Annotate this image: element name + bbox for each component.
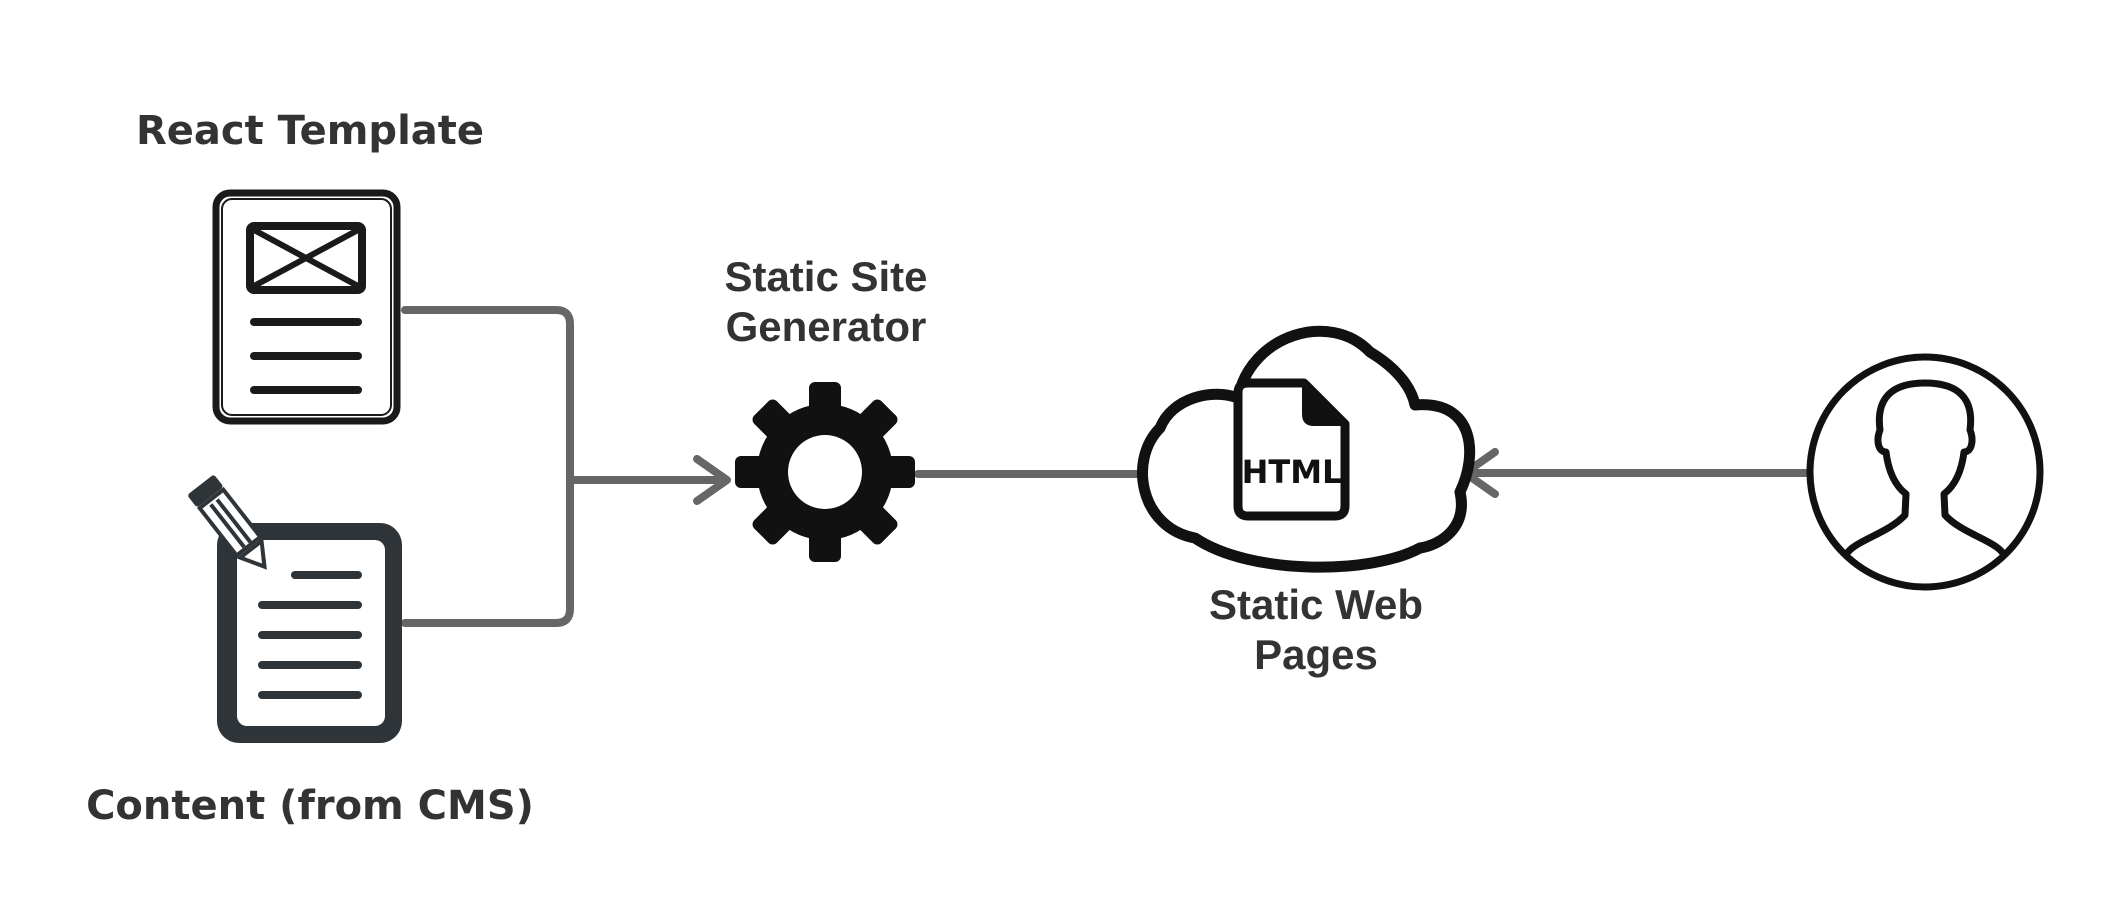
ssg-label-line1: Static Site: [724, 253, 928, 300]
edit-document-icon: [188, 475, 402, 743]
html-badge-text: HTML: [1242, 453, 1343, 491]
user-silhouette: [1844, 379, 2006, 556]
react-template-label: React Template: [135, 108, 485, 154]
gear-icon: [735, 382, 915, 562]
ssg-label-line2: Generator: [725, 303, 927, 350]
content-label: Content (from CMS): [86, 783, 534, 829]
html-file-icon: HTML: [1233, 378, 1350, 521]
cloud-html-icon: HTML: [1137, 325, 1476, 573]
wireframe-document-icon: [212, 189, 401, 425]
pencil-icon: [188, 475, 267, 570]
connector-content: [401, 476, 574, 627]
pages-label-line2: Pages: [1254, 631, 1378, 678]
static-site-generator-label: Static Site Generator: [676, 252, 976, 352]
connector-lines: [401, 306, 1812, 627]
arrow-head-generator: [693, 455, 731, 505]
pages-label-line1: Static Web: [1209, 581, 1423, 628]
connector-template: [401, 306, 574, 484]
static-web-pages-label: Static Web Pages: [1166, 580, 1466, 680]
user-avatar-icon: [1806, 353, 2044, 591]
